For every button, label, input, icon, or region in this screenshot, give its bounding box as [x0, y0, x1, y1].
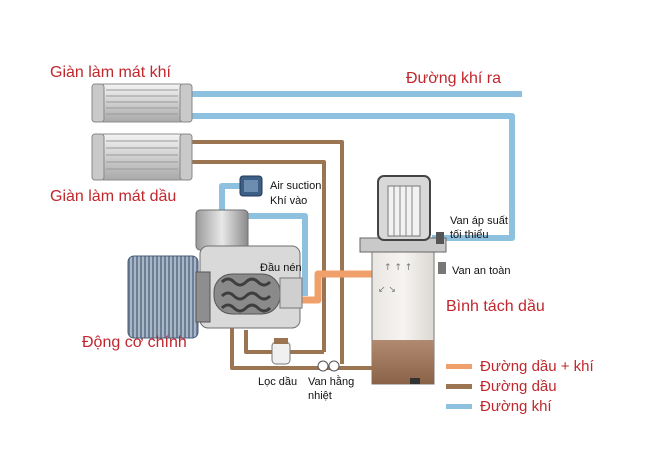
legend-swatch-oil-air — [446, 364, 472, 369]
label-thermo-valve-1: Van hằng — [308, 376, 355, 388]
air-cooler — [91, 83, 193, 123]
main-motor — [127, 255, 211, 339]
oil-cooler-return-line — [186, 140, 344, 364]
label-main-motor: Động cơ chính — [82, 334, 187, 351]
legend-item-air: Đường khí — [446, 398, 552, 415]
oil-filter-part — [271, 338, 291, 365]
legend-item-oil: Đường dầu — [446, 378, 557, 395]
label-oil-filter: Lọc dầu — [258, 376, 298, 388]
legend-swatch-oil — [446, 384, 472, 389]
label-min-pressure-valve-1: Van áp suất — [450, 215, 508, 227]
oil-cooler-inlet-line — [186, 160, 326, 352]
valves — [436, 232, 446, 274]
thermostatic-valve-part — [317, 360, 340, 372]
oil-separator-tank: ↑ ↑ ↑ ↙ ↘ — [359, 175, 447, 385]
label-safety-valve: Van an toàn — [452, 265, 511, 277]
oil-air-line — [300, 270, 378, 304]
air-suction-filter — [239, 175, 263, 197]
svg-text:↙ ↘: ↙ ↘ — [378, 285, 396, 295]
label-separator: Bình tách dầu — [446, 298, 545, 315]
legend-label-oil: Đường dầu — [480, 378, 557, 395]
label-compressor-head: Đầu nén — [260, 262, 302, 274]
label-air-suction: Air suction — [270, 180, 322, 192]
legend-item-oil-air: Đường dầu + khí — [446, 358, 594, 375]
legend-label-air: Đường khí — [480, 398, 552, 415]
svg-text:↑ ↑ ↑: ↑ ↑ ↑ — [384, 263, 412, 273]
label-oil-cooler: Giàn làm mát dầu — [50, 188, 177, 205]
label-air-in: Khí vào — [270, 195, 308, 207]
oil-filter-line — [244, 330, 324, 354]
label-air-out: Đường khí ra — [406, 70, 502, 87]
label-min-pressure-valve-2: tối thiểu — [450, 229, 489, 241]
air-to-head-line — [232, 213, 308, 296]
oil-feed-line — [230, 322, 372, 370]
label-air-cooler: Giàn làm mát khí — [50, 64, 171, 81]
air-cooler-return-line — [186, 113, 515, 241]
compressor-body — [195, 209, 303, 329]
legend-swatch-air — [446, 404, 472, 409]
legend-label-oil-air: Đường dầu + khí — [480, 358, 594, 375]
oil-cooler — [91, 133, 193, 181]
label-thermo-valve-2: nhiệt — [308, 390, 332, 402]
